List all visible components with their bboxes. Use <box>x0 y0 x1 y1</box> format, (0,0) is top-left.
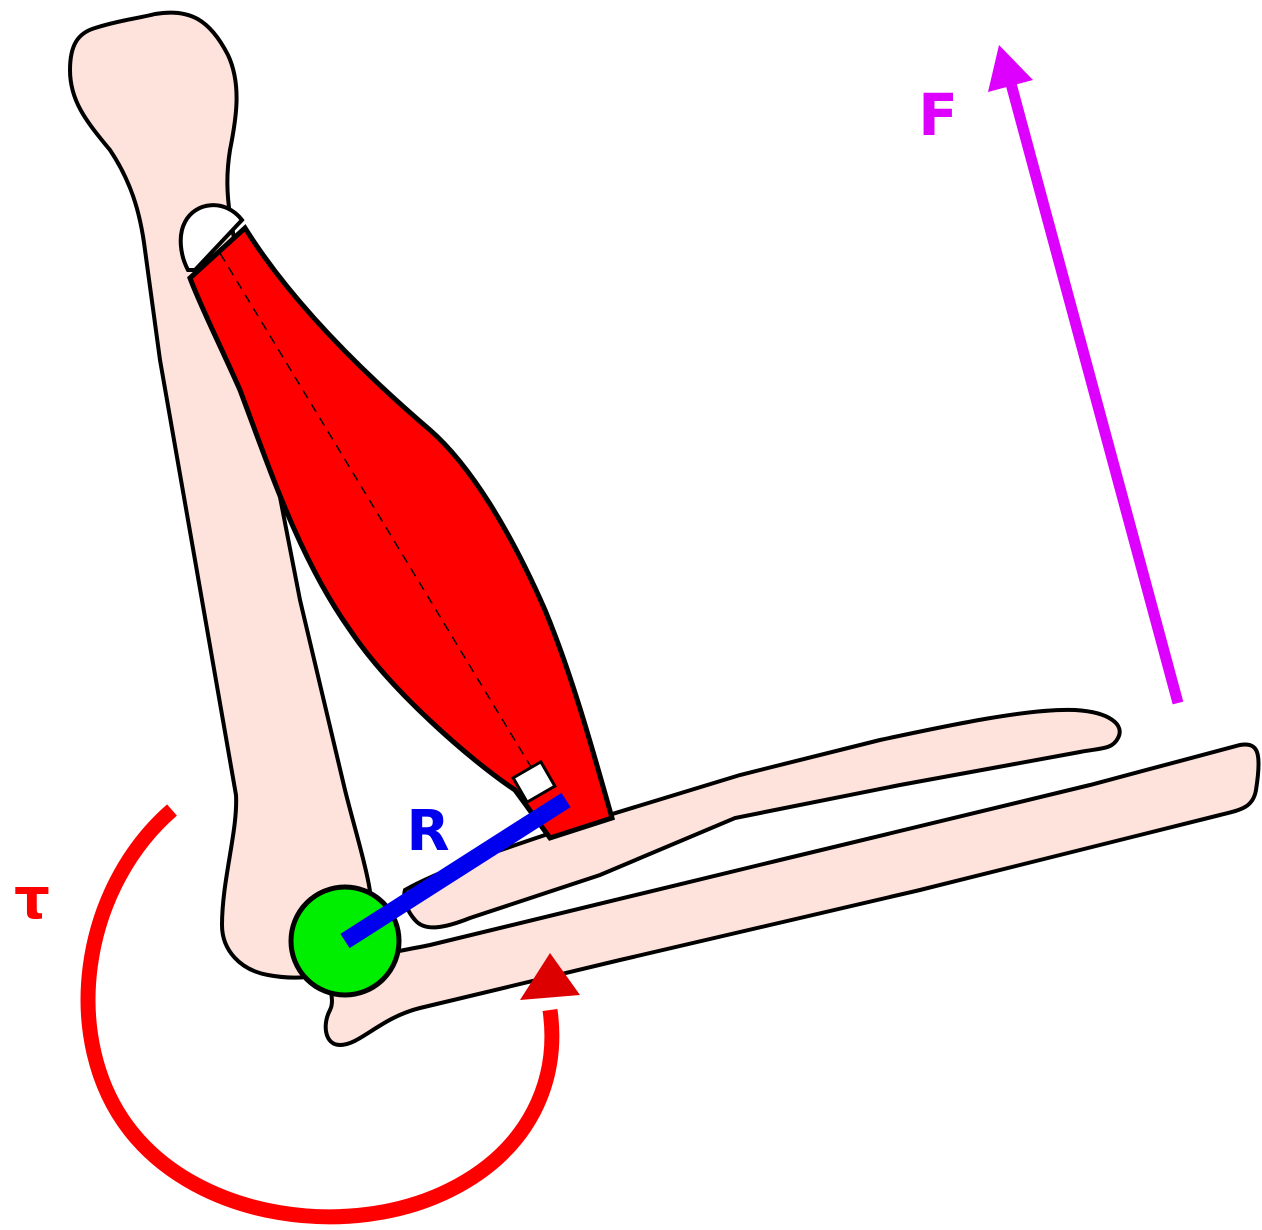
force-arrowhead <box>988 45 1033 92</box>
force-label: F <box>918 81 958 149</box>
radius-label: R <box>406 799 449 864</box>
torque-label: τ <box>14 867 50 932</box>
force-arrow-shaft <box>1010 80 1178 703</box>
